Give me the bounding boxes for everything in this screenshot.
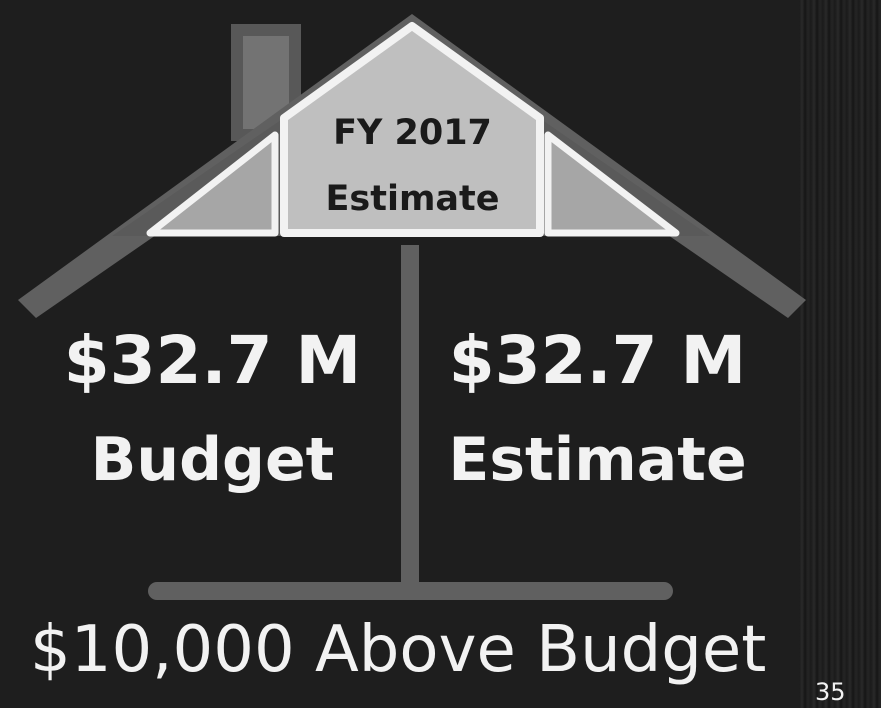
estimate-label: Estimate [448, 425, 747, 495]
gable-title-estimate: Estimate [325, 179, 500, 219]
gable-title-year: FY 2017 [333, 113, 492, 153]
floor-bar [148, 582, 673, 600]
estimate-amount: $32.7 M [448, 322, 747, 399]
page-number: 35 [815, 678, 846, 706]
scan-edge-strip [799, 0, 881, 708]
gable-right-triangle [544, 131, 680, 237]
gable-center [280, 22, 544, 237]
difference-summary: $10,000 Above Budget [30, 613, 767, 687]
center-post [401, 245, 419, 590]
budget-amount: $32.7 M [63, 322, 362, 399]
gable-left-triangle [146, 131, 279, 237]
budget-label: Budget [90, 425, 335, 495]
